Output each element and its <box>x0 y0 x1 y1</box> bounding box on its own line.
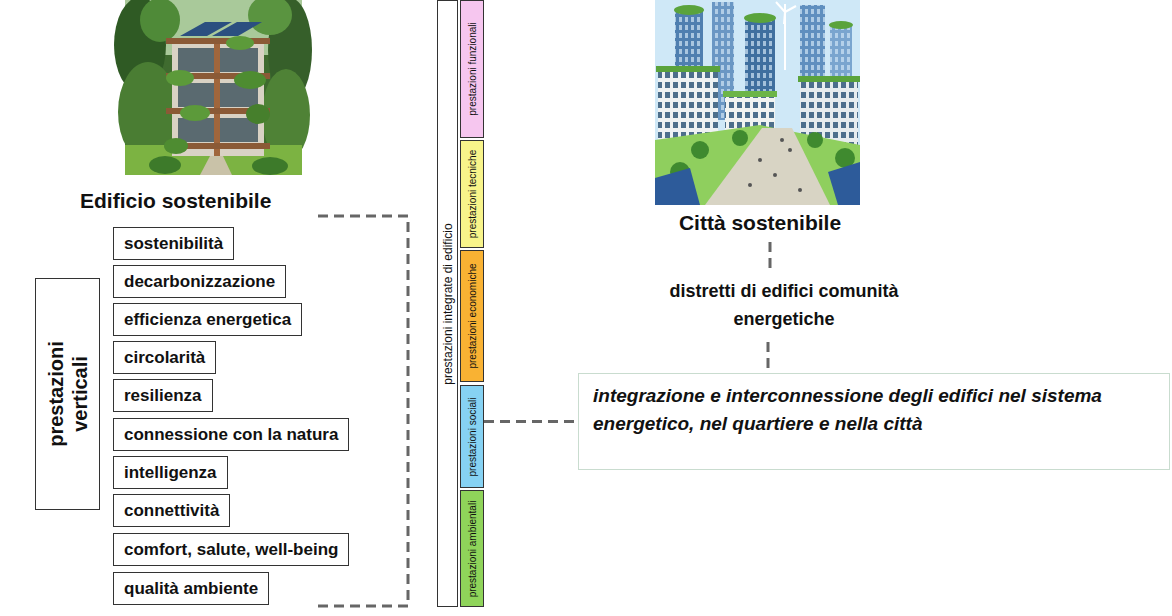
performance-box: sostenibilità <box>113 227 234 260</box>
performance-box: efficienza energetica <box>113 303 302 336</box>
building-illustration-part <box>149 156 181 174</box>
building-illustration-part <box>246 104 270 124</box>
node-text: intelligenza <box>124 463 217 483</box>
city-title: Città sostenibile <box>630 210 890 236</box>
node-text: prestazioni funzionali <box>467 22 478 115</box>
node-text: prestazioni tecniche <box>467 150 478 238</box>
side-label-box: prestazioni verticali <box>35 278 100 510</box>
node-text: qualità ambiente <box>124 579 258 599</box>
city-illustration-part <box>798 188 802 192</box>
node-text: prestazioni verticali <box>44 329 92 459</box>
city-illustration-part <box>655 125 860 205</box>
city-illustration-part <box>691 141 709 159</box>
building-illustration-part <box>214 44 220 156</box>
city-illustration-part <box>829 21 853 29</box>
building-illustration-part <box>166 38 270 44</box>
building-illustration-part <box>212 22 262 36</box>
node-text: circolarità <box>124 348 205 368</box>
node-text: connettività <box>124 501 219 521</box>
city-illustration-part <box>723 91 777 97</box>
building-illustration-part <box>226 36 254 50</box>
node-text: prestazioni integrate di edificio <box>441 223 455 384</box>
integrated-bar: prestazioni integrate di edificio <box>437 0 458 607</box>
city-illustration-part <box>758 158 762 162</box>
node-text: efficienza energetica <box>124 310 291 330</box>
building-title: Edificio sostenibile <box>80 188 312 214</box>
city-illustration-part <box>773 173 777 177</box>
performance-box: resilienza <box>113 379 213 412</box>
integration-box: integrazione e interconnessione degli ed… <box>578 373 1170 470</box>
performance-box: circolarità <box>113 341 216 374</box>
building-illustration-part <box>164 138 188 154</box>
performance-box: connettività <box>113 494 230 527</box>
district-label: distretti di edifici comunità energetich… <box>664 277 904 333</box>
city-illustration-part <box>784 4 786 70</box>
building-illustration-part <box>172 38 264 156</box>
building-illustration-part <box>180 105 210 121</box>
building-illustration-part <box>234 71 266 89</box>
city-illustration-part <box>776 2 785 12</box>
performance-box: decarbonizzazione <box>113 265 286 298</box>
node-text: comfort, salute, well-being <box>124 540 338 560</box>
node-text: prestazioni ambientali <box>467 500 478 597</box>
performance-box: intelligenza <box>113 456 228 489</box>
building-illustration <box>114 0 312 175</box>
node-text: resilienza <box>124 386 202 406</box>
category-band: prestazioni economiche <box>460 250 484 382</box>
city-illustration-part <box>655 0 860 205</box>
city-illustration-part <box>658 70 718 142</box>
city-illustration-part <box>748 183 752 187</box>
city-illustration-part <box>655 168 700 205</box>
node-text: decarbonizzazione <box>124 272 275 292</box>
city-illustration-part <box>656 66 720 72</box>
category-band: prestazioni tecniche <box>460 140 484 248</box>
city-illustration-part <box>744 13 776 23</box>
performance-box: connessione con la natura <box>113 418 349 451</box>
city-illustration <box>655 0 860 205</box>
node-text: prestazioni economiche <box>467 263 478 368</box>
node-text: integrazione e interconnessione degli ed… <box>593 382 1155 438</box>
city-illustration-part <box>798 76 860 82</box>
city-illustration-part <box>807 132 823 148</box>
city-illustration-part <box>784 12 785 24</box>
city-illustration-part <box>828 162 860 205</box>
city-illustration-part <box>780 138 784 142</box>
category-band: prestazioni funzionali <box>460 0 484 138</box>
node-text: prestazioni sociali <box>467 397 478 476</box>
city-illustration-part <box>785 6 796 12</box>
node-text: connessione con la natura <box>124 425 338 445</box>
building-illustration-part <box>252 157 288 175</box>
building-illustration-part <box>200 156 232 175</box>
performance-box: qualità ambiente <box>113 572 269 605</box>
city-illustration-part <box>732 130 748 146</box>
city-illustration-part <box>658 70 718 142</box>
building-illustration-part <box>140 0 180 42</box>
leader-line <box>769 242 772 272</box>
building-illustration-part <box>248 0 292 35</box>
city-illustration-part <box>674 5 704 15</box>
category-band: prestazioni ambientali <box>460 490 484 607</box>
city-illustration-part <box>788 148 792 152</box>
node-text: sostenibilità <box>124 234 223 254</box>
dashed-connector <box>484 420 578 423</box>
city-illustration-part <box>705 128 830 205</box>
leader-line <box>767 342 770 372</box>
category-band: prestazioni sociali <box>460 385 484 488</box>
performance-box: comfort, salute, well-being <box>113 533 349 566</box>
building-illustration-part <box>166 70 194 86</box>
